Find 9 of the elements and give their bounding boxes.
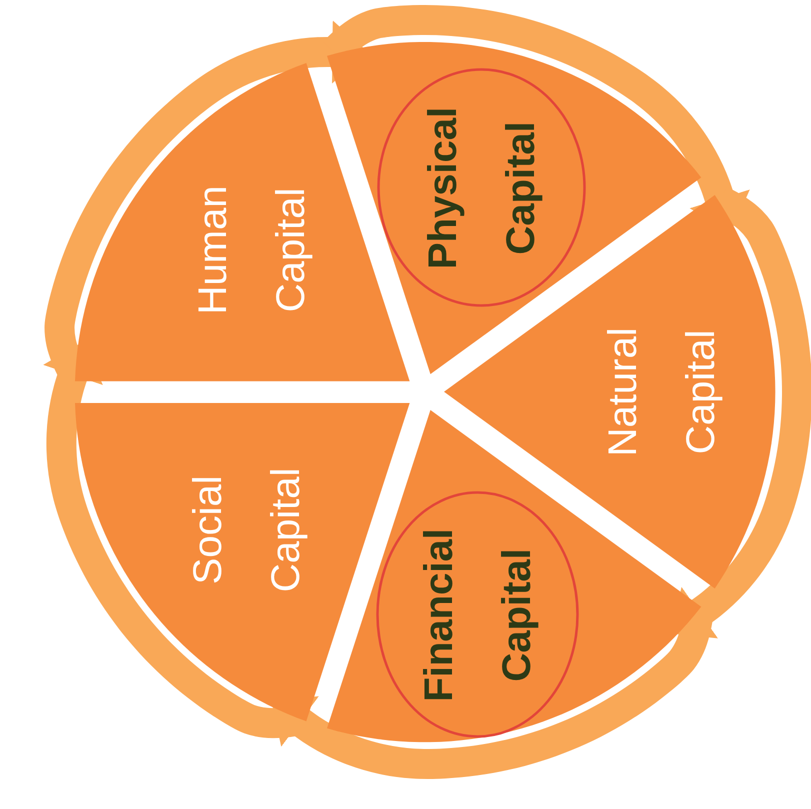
segment-label: Human Capital xyxy=(190,184,314,316)
highlight-ellipse xyxy=(377,68,586,308)
pie-segment xyxy=(75,62,410,381)
segment-label: Social Capital xyxy=(184,466,309,594)
highlighted-label: Financial Capital xyxy=(416,527,540,704)
segment-label: Natural Capital xyxy=(600,326,724,458)
pie-segment xyxy=(75,403,410,722)
highlighted-label: Physical Capital xyxy=(420,106,544,272)
highlight-ellipse xyxy=(376,491,580,738)
